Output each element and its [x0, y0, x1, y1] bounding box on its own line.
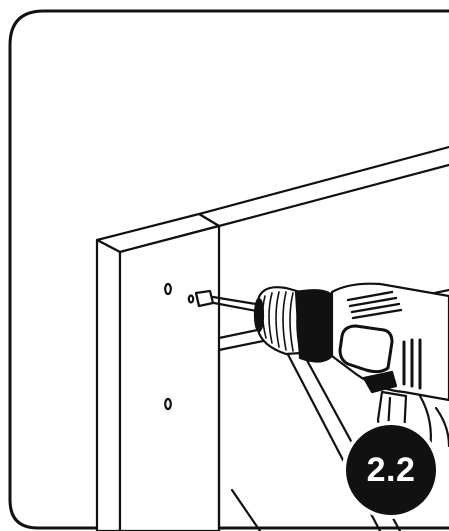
pilot-hole-bottom	[164, 397, 172, 411]
panel-border	[8, 9, 449, 530]
cabinet-side-panel	[95, 212, 221, 531]
pilot-holes	[164, 282, 195, 411]
drill-bit-icon	[194, 289, 264, 314]
pilot-hole-top	[164, 282, 172, 296]
step-number-badge: 2.2	[342, 421, 440, 519]
cabinet-top-rail	[197, 145, 449, 228]
pilot-hole-drilling	[187, 294, 195, 304]
